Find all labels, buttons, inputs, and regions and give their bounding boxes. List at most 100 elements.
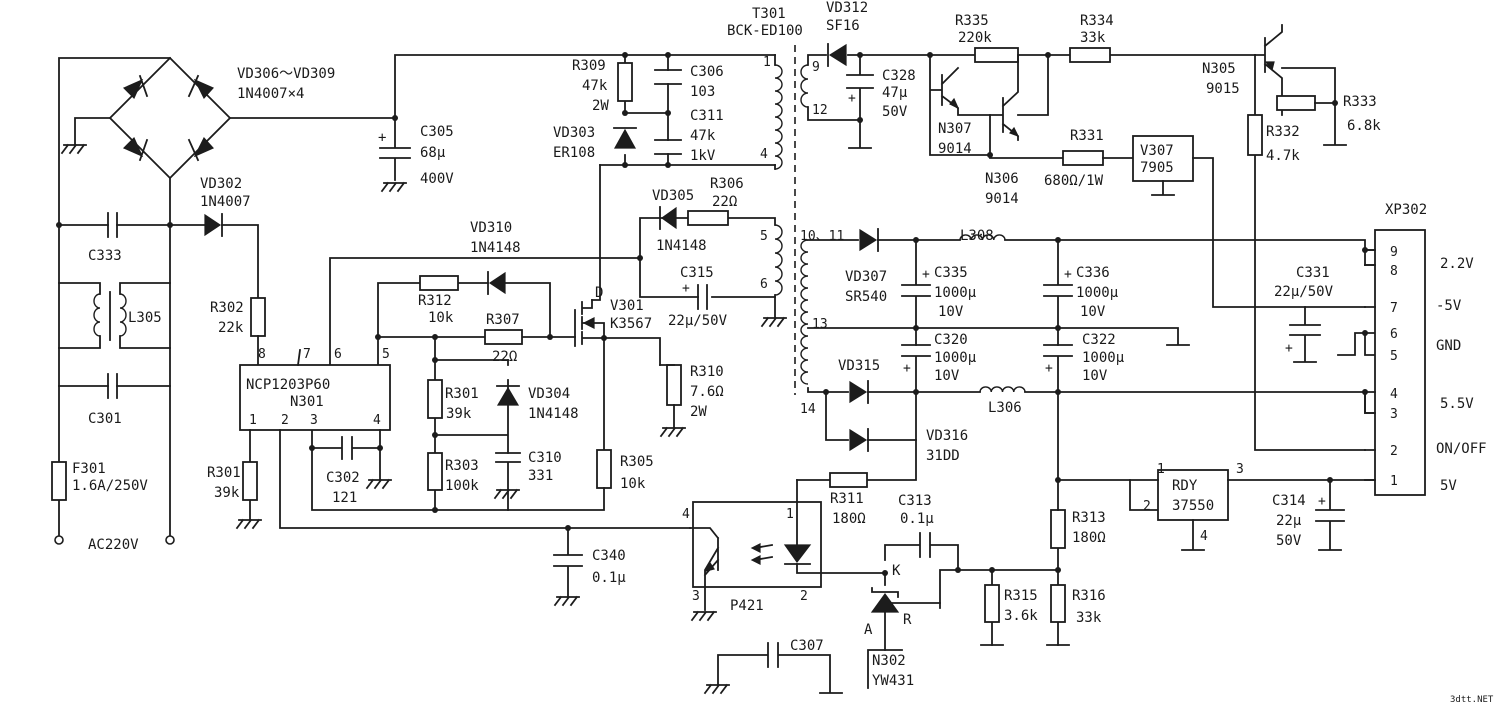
pin-t301-1: 1 — [763, 55, 771, 70]
label-r313: R313 — [1072, 510, 1106, 526]
fuse-f301 — [51, 461, 67, 501]
value-c310: 331 — [528, 468, 553, 484]
value-c311-volt: 1kV — [690, 148, 716, 164]
watermark: 3dtt.NET — [1450, 695, 1494, 705]
label-r309: R309 — [572, 58, 606, 74]
value-bridge: 1N4007×4 — [237, 86, 304, 102]
label-r311: R311 — [830, 491, 864, 507]
value-c315: 22μ/50V — [668, 313, 728, 329]
regulator-rdy: + — [1129, 469, 1376, 551]
label-n307: N307 — [938, 121, 972, 137]
label-n305: N305 — [1202, 61, 1236, 77]
pin-xp302-2: 2 — [1390, 444, 1398, 459]
value-v301: K3567 — [610, 316, 652, 332]
capacitor-c305: + — [378, 117, 411, 193]
pin-ic-5: 5 — [382, 347, 390, 362]
svg-text:+: + — [903, 361, 911, 376]
pin-ic-3: 3 — [310, 413, 318, 428]
pin-ic-6: 6 — [334, 347, 342, 362]
svg-text:+: + — [1045, 361, 1053, 376]
label-c331: C331 — [1296, 265, 1330, 281]
pin-ic-8: 8 — [258, 347, 266, 362]
value-r301-right: 39k — [446, 406, 472, 422]
label-v301-drain: D — [595, 285, 603, 301]
value-n305: 9015 — [1206, 81, 1240, 97]
value-vd307: SR540 — [845, 289, 887, 305]
pin-xp302-5: 5 — [1390, 349, 1398, 364]
value-c336-cap: 1000μ — [1076, 285, 1119, 301]
label-n306: N306 — [985, 171, 1019, 187]
diode-vd302 — [169, 213, 259, 299]
secondary-negative-rail: + — [807, 43, 1366, 308]
label-r310: R310 — [690, 364, 724, 380]
value-c335-volt: 10V — [938, 304, 964, 320]
value-vd312: SF16 — [826, 18, 860, 34]
label-t301: T301 — [752, 6, 786, 22]
label-xp302: XP302 — [1385, 202, 1427, 218]
pin-t301-6: 6 — [760, 277, 768, 292]
label-c307: C307 — [790, 638, 824, 654]
label-vd316: VD316 — [926, 428, 968, 444]
label-rdy: RDY — [1172, 478, 1198, 494]
label-r331: R331 — [1070, 128, 1104, 144]
value-c314-volt: 50V — [1276, 533, 1302, 549]
label-c340: C340 — [592, 548, 626, 564]
value-c320-cap: 1000μ — [934, 350, 977, 366]
value-c320-volt: 10V — [934, 368, 960, 384]
label-out-minus-5v: -5V — [1436, 298, 1462, 314]
pin-xp302-3: 3 — [1390, 407, 1398, 422]
value-c331: 22μ/50V — [1274, 284, 1334, 300]
value-r334: 33k — [1080, 30, 1106, 46]
value-r303: 100k — [445, 478, 479, 494]
pin-rdy-4: 4 — [1200, 529, 1208, 544]
pin-n302-k: K — [892, 563, 901, 579]
value-c302: 121 — [332, 490, 357, 506]
pin-rdy-2: 2 — [1143, 499, 1151, 514]
label-r306: R306 — [710, 176, 744, 192]
label-l308: L308 — [960, 228, 994, 244]
value-c340: 0.1μ — [592, 570, 626, 586]
label-r335: R335 — [955, 13, 989, 29]
pin-n302-a: A — [864, 622, 873, 638]
value-c313: 0.1μ — [900, 511, 934, 527]
value-r310-res: 7.6Ω — [690, 384, 724, 400]
svg-text:+: + — [922, 267, 930, 282]
label-c335: C335 — [934, 265, 968, 281]
svg-text:+: + — [1064, 267, 1072, 282]
value-r335: 220k — [958, 30, 992, 46]
label-out-gnd: GND — [1436, 338, 1461, 354]
value-r302: 22k — [218, 320, 244, 336]
value-r333: 6.8k — [1347, 118, 1381, 134]
pin-t301-4: 4 — [760, 147, 768, 162]
label-c301: C301 — [88, 411, 122, 427]
label-c311: C311 — [690, 108, 724, 124]
pin-xp302-4: 4 — [1390, 387, 1398, 402]
value-r312: 10k — [428, 310, 454, 326]
pin-p421-2: 2 — [800, 589, 808, 604]
pin-p421-3: 3 — [692, 589, 700, 604]
pin-p421-4: 4 — [682, 507, 690, 522]
value-rdy: 37550 — [1172, 498, 1214, 514]
pin-n302-r: R — [903, 612, 912, 628]
label-p421: P421 — [730, 598, 764, 614]
pin-xp302-8: 8 — [1390, 264, 1398, 279]
value-n306: 9014 — [985, 191, 1019, 207]
label-l306: L306 — [988, 400, 1022, 416]
value-r316: 33k — [1076, 610, 1102, 626]
value-c322-volt: 10V — [1082, 368, 1108, 384]
pin-xp302-7: 7 — [1390, 301, 1398, 316]
label-c302: C302 — [326, 470, 360, 486]
mosfet-v301 — [574, 299, 661, 451]
value-r305: 10k — [620, 476, 646, 492]
value-c305-cap: 68μ — [420, 145, 446, 161]
label-n302: N302 — [872, 653, 906, 669]
label-l305: L305 — [128, 310, 162, 326]
pin-t301-10-11: 10、11 — [800, 229, 844, 244]
label-out-on-off: ON/OFF — [1436, 441, 1487, 457]
pin-rdy-3: 3 — [1236, 462, 1244, 477]
value-vd316: 31DD — [926, 448, 960, 464]
label-c313: C313 — [898, 493, 932, 509]
pin-t301-5: 5 — [760, 229, 768, 244]
bridge-rectifier — [60, 56, 396, 180]
pin-ic-1: 1 — [249, 413, 257, 428]
